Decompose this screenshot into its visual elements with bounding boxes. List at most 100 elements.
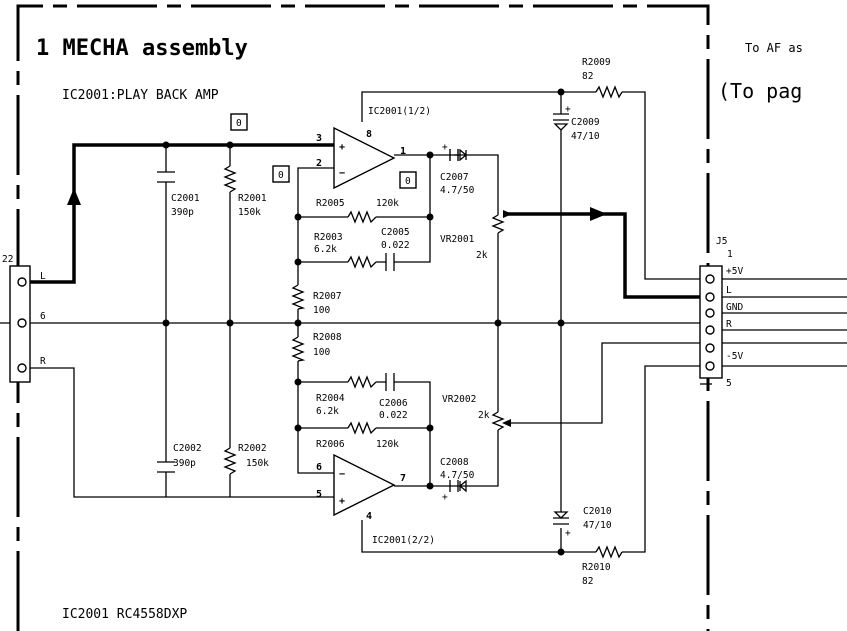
res-r2008: R2008 100 xyxy=(291,332,342,362)
j5-pin-5: 5 xyxy=(726,378,732,389)
res-r2005: R2005 120k xyxy=(316,198,399,224)
voltage-tag-2: 0 xyxy=(278,170,284,181)
j5-pin-plus5v: +5V xyxy=(726,266,743,277)
svg-text:C2009: C2009 xyxy=(571,117,600,128)
svg-text:R2003: R2003 xyxy=(314,232,343,243)
opamp-lower-pin5: 5 xyxy=(316,489,322,500)
svg-text:R2005: R2005 xyxy=(316,198,345,209)
res-r2009: R2009 82 xyxy=(582,57,623,99)
svg-text:6.2k: 6.2k xyxy=(314,244,337,255)
j5-pin1: 1 xyxy=(727,249,733,260)
opamp-upper: + − 3 2 8 1 IC2001(1/2) xyxy=(316,106,431,190)
voltage-tag-1: 0 xyxy=(236,118,242,129)
cap-c2010: + C2010 47/10 xyxy=(553,506,612,539)
opamp-lower-pin4: 4 xyxy=(366,511,372,522)
page-ref-label: (To pag xyxy=(718,79,802,103)
pot-vr2002: VR2002 2k xyxy=(442,394,511,431)
external-ref-label: To AF as xyxy=(745,41,803,55)
svg-text:0.022: 0.022 xyxy=(381,240,410,251)
pot-vr2001: VR2001 2k xyxy=(440,210,512,261)
cap-c2007: + C2007 4.7/50 xyxy=(440,142,475,196)
j5-ref: J5 xyxy=(716,236,727,247)
voltage-tag-3: 0 xyxy=(405,176,411,187)
svg-text:120k: 120k xyxy=(376,198,399,209)
opamp-upper-pin8: 8 xyxy=(366,129,372,140)
svg-text:+: + xyxy=(565,104,571,115)
svg-text:82: 82 xyxy=(582,71,593,82)
ic-footer-label: IC2001 RC4558DXP xyxy=(62,607,187,622)
svg-text:150k: 150k xyxy=(238,207,261,218)
svg-text:390p: 390p xyxy=(173,458,196,469)
svg-text:R2007: R2007 xyxy=(313,291,342,302)
svg-text:R2010: R2010 xyxy=(582,562,611,573)
junctions xyxy=(162,88,565,556)
ic-unit-lower: IC2001(2/2) xyxy=(372,535,435,546)
svg-text:390p: 390p xyxy=(171,207,194,218)
circuit-subtitle: IC2001:PLAY BACK AMP xyxy=(62,88,219,103)
svg-text:−: − xyxy=(339,469,345,480)
svg-text:47/10: 47/10 xyxy=(571,131,600,142)
j5-pin-minus5v: -5V xyxy=(726,351,743,362)
svg-text:VR2002: VR2002 xyxy=(442,394,476,405)
res-r2004: R2004 6.2k xyxy=(316,375,377,417)
res-r2007: R2007 100 xyxy=(291,284,342,316)
svg-text:47/10: 47/10 xyxy=(583,520,612,531)
ic-unit-upper: IC2001(1/2) xyxy=(368,106,431,117)
svg-text:R2006: R2006 xyxy=(316,439,345,450)
voltage-tags: 0 0 0 xyxy=(230,113,417,189)
connector-left: 22 L 6 R xyxy=(2,254,46,383)
svg-text:C2007: C2007 xyxy=(440,172,469,183)
svg-text:4.7/50: 4.7/50 xyxy=(440,470,475,481)
svg-text:+: + xyxy=(339,142,345,153)
connector-left-pin-l: L xyxy=(40,271,46,282)
connector-j5: J5 1 +5V L GND R -5V 5 xyxy=(699,236,743,389)
svg-text:+: + xyxy=(442,142,448,153)
svg-text:R2009: R2009 xyxy=(582,57,611,68)
svg-text:2k: 2k xyxy=(476,250,488,261)
svg-text:100: 100 xyxy=(313,347,330,358)
res-r2002: R2002 150k xyxy=(223,443,269,475)
svg-text:150k: 150k xyxy=(246,458,269,469)
opamp-upper-pin2: 2 xyxy=(316,158,322,169)
cap-c2009: + C2009 47/10 xyxy=(553,104,600,142)
svg-text:C2010: C2010 xyxy=(583,506,612,517)
opamp-lower: − + 6 5 4 7 IC2001(2/2) xyxy=(316,453,435,546)
connector-left-ref: 22 xyxy=(2,254,13,265)
svg-text:C2001: C2001 xyxy=(171,193,200,204)
cap-c2005: C2005 0.022 xyxy=(381,227,410,271)
opamp-lower-pin7: 7 xyxy=(400,473,406,484)
opamp-upper-pin1: 1 xyxy=(400,146,406,157)
cap-c2008: + C2008 4.7/50 xyxy=(440,457,475,503)
svg-text:C2006: C2006 xyxy=(379,398,408,409)
connector-left-pin-6: 6 xyxy=(40,311,46,322)
svg-text:6.2k: 6.2k xyxy=(316,406,339,417)
opamp-lower-pin6: 6 xyxy=(316,462,322,473)
j5-pin-gnd: GND xyxy=(726,302,743,313)
assembly-title: 1 MECHA assembly xyxy=(36,36,248,61)
svg-text:C2005: C2005 xyxy=(381,227,410,238)
svg-text:4.7/50: 4.7/50 xyxy=(440,185,475,196)
cap-c2002: C2002 390p xyxy=(157,443,202,473)
res-r2006: R2006 120k xyxy=(316,421,399,450)
cap-c2001: C2001 390p xyxy=(157,171,200,218)
svg-text:2k: 2k xyxy=(478,410,490,421)
connector-left-pin-r: R xyxy=(40,356,46,367)
j5-pin-l: L xyxy=(726,285,732,296)
svg-text:100: 100 xyxy=(313,305,330,316)
res-r2001: R2001 150k xyxy=(223,165,267,218)
svg-text:R2002: R2002 xyxy=(238,443,267,454)
svg-text:R2008: R2008 xyxy=(313,332,342,343)
svg-text:120k: 120k xyxy=(376,439,399,450)
opamp-upper-pin3: 3 xyxy=(316,133,322,144)
svg-text:−: − xyxy=(339,168,345,179)
svg-text:VR2001: VR2001 xyxy=(440,234,475,245)
cap-c2006: C2006 0.022 xyxy=(379,373,408,421)
svg-text:82: 82 xyxy=(582,576,593,587)
svg-text:R2004: R2004 xyxy=(316,393,345,404)
svg-text:R2001: R2001 xyxy=(238,193,267,204)
res-r2003: R2003 6.2k xyxy=(314,232,377,269)
svg-text:C2002: C2002 xyxy=(173,443,202,454)
res-r2010: R2010 82 xyxy=(582,545,623,587)
svg-text:C2008: C2008 xyxy=(440,457,469,468)
